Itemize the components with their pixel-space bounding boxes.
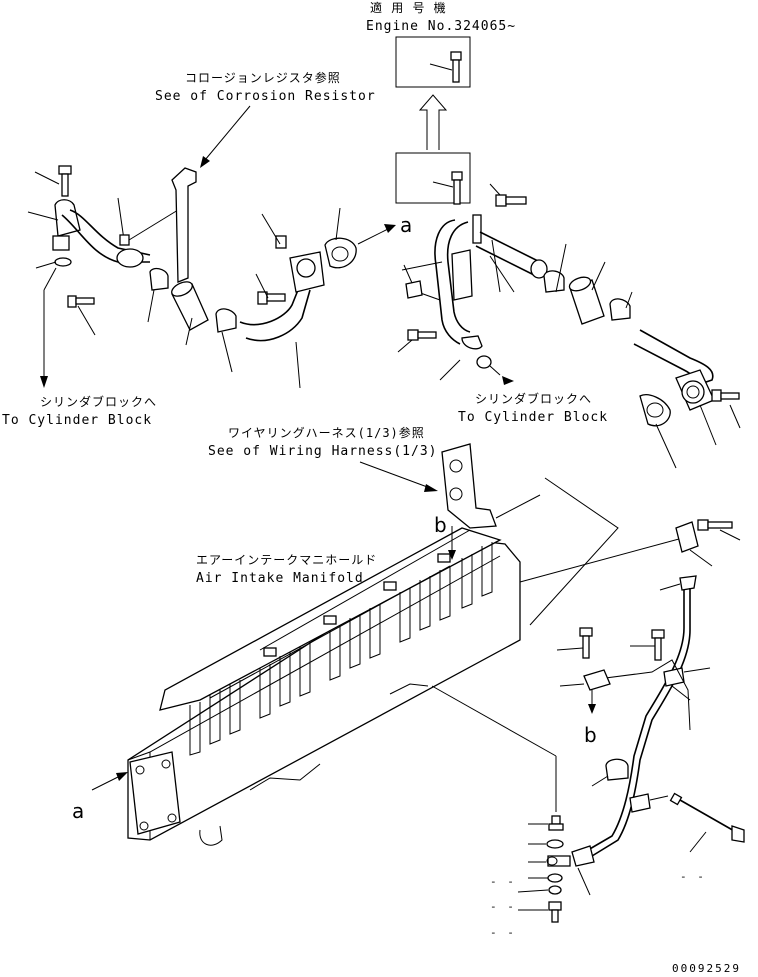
- cylinder-right-jp: シリンダブロックへ: [475, 391, 592, 406]
- marker-b-top: b: [434, 513, 447, 537]
- arrow-b-down-icon: [448, 550, 456, 560]
- leader-arrow-icon: [200, 156, 210, 168]
- arrow-a-icon: [384, 224, 396, 233]
- box-bolt-icon-2: [451, 171, 463, 205]
- cylinder-right-en: To Cylinder Block: [458, 410, 608, 425]
- new-bolt-box: [395, 36, 471, 88]
- harness-bracket: [441, 443, 619, 626]
- engine-applicability: 適 用 号 機 Engine No.324065~: [366, 0, 516, 205]
- harness-note-jp: ワイヤリングハーネス(1/3)参照: [228, 425, 425, 440]
- box-bolt-icon: [450, 51, 462, 83]
- marker-a-left: a: [72, 799, 84, 823]
- drawing-code: 00092529: [672, 962, 741, 975]
- left-pipe-assembly: a: [27, 165, 412, 389]
- dash-label-2: - -: [490, 900, 516, 913]
- marker-b-right: b: [584, 723, 597, 747]
- dash-label-4: - -: [680, 870, 706, 883]
- manifold-note-jp: エアーインテークマニホールド: [196, 553, 377, 567]
- marker-a-top: a: [400, 213, 412, 237]
- sensor-assembly: b: [431, 519, 745, 896]
- engine-number: Engine No.324065~: [366, 19, 516, 34]
- upgrade-arrow-icon: [418, 94, 448, 150]
- right-pipe-assembly: [397, 183, 741, 469]
- hardware-stack: [517, 815, 571, 923]
- air-intake-manifold: a b: [72, 513, 691, 846]
- dash-label-1: - -: [490, 875, 516, 888]
- old-bolt-box: [395, 152, 471, 204]
- corrosion-note-en: See of Corrosion Resistor: [155, 89, 376, 104]
- cylinder-left-en: To Cylinder Block: [2, 413, 152, 428]
- corrosion-resistor-note: コロージョンレジスタ参照 See of Corrosion Resistor: [155, 70, 376, 168]
- arrow-down-icon: [40, 376, 48, 388]
- arrow-b-down-2-icon: [588, 704, 596, 714]
- harness-arrow-icon: [424, 484, 438, 492]
- corrosion-note-jp: コロージョンレジスタ参照: [185, 70, 341, 85]
- harness-note-en: See of Wiring Harness(1/3): [208, 444, 438, 459]
- cylinder-left-jp: シリンダブロックへ: [40, 394, 157, 409]
- arrow-a-left-icon: [116, 772, 128, 781]
- dash-label-3: - -: [490, 926, 516, 939]
- arrow-right-icon: [502, 376, 514, 385]
- engine-title-jp: 適 用 号 機: [370, 0, 447, 15]
- manifold-note-en: Air Intake Manifold: [196, 571, 364, 586]
